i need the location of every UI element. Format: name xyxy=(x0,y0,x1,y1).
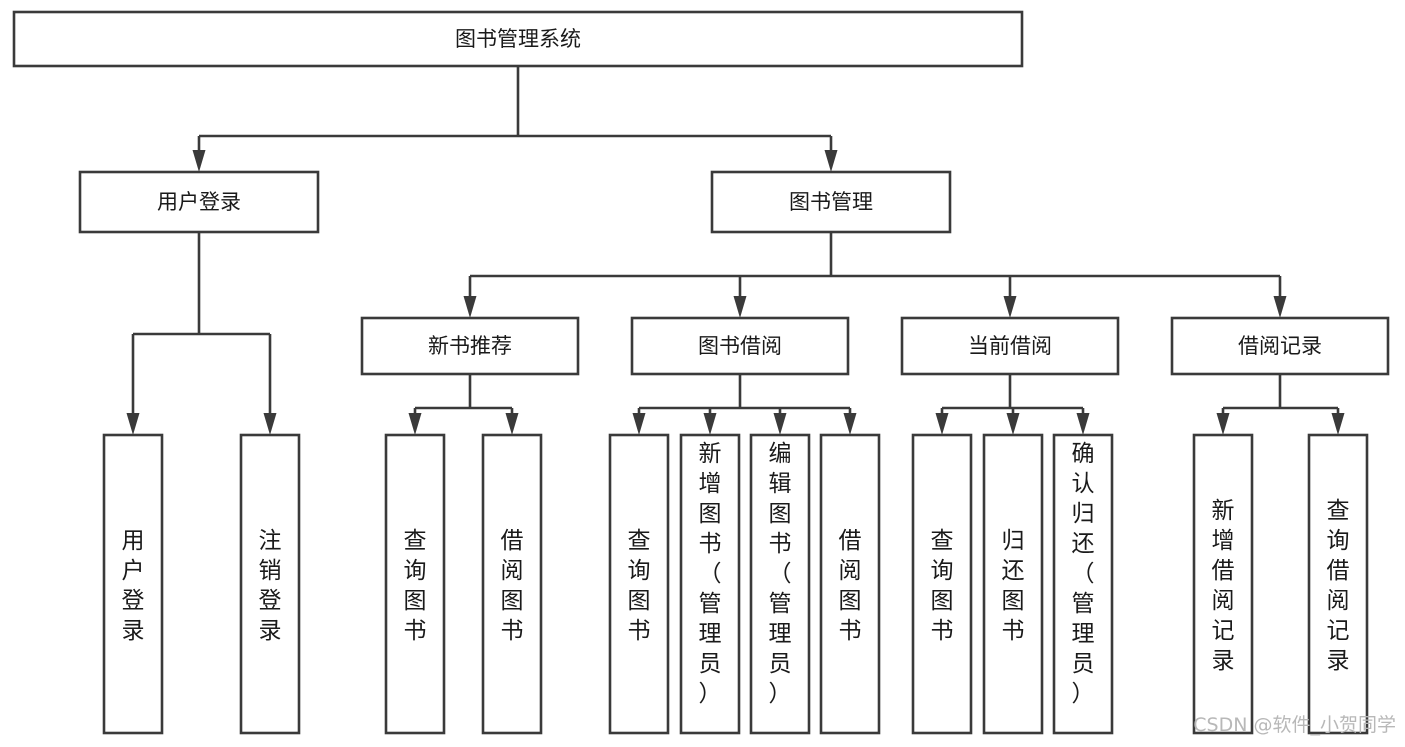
node-br-query-record[interactable]: 查询借阅记录 xyxy=(1307,433,1369,735)
connector-layer xyxy=(126,66,1345,435)
node-nbr-borrow-book[interactable]: 借阅图书 xyxy=(481,433,543,735)
node-box-bb-query-book xyxy=(608,433,670,735)
node-label-book-manage: 图书管理 xyxy=(789,190,873,214)
node-box-bb-add-book xyxy=(679,433,741,735)
node-box-borrow-record xyxy=(1170,316,1390,376)
node-box-new-book-recommend xyxy=(360,316,580,376)
node-label-user-logout: 注销登录 xyxy=(259,528,282,644)
node-cb-confirm-return[interactable]: 确认归还（管理员） xyxy=(1052,433,1114,735)
csdn-watermark: CSDN @软件_小贺同学 xyxy=(1193,714,1396,736)
node-new-book-recommend[interactable]: 新书推荐 xyxy=(360,316,580,376)
node-label-cb-confirm-return: 确认归还（管理员） xyxy=(1072,441,1095,707)
arrow-head-user-login xyxy=(192,150,206,172)
node-book-borrow[interactable]: 图书借阅 xyxy=(630,316,850,376)
node-box-bb-borrow-book xyxy=(819,433,881,735)
node-box-current-borrow xyxy=(900,316,1120,376)
arrow-head-br-add-record xyxy=(1216,413,1230,435)
node-label-bb-borrow-book: 借阅图书 xyxy=(839,528,862,644)
node-label-new-book-recommend: 新书推荐 xyxy=(428,334,512,358)
node-label-bb-query-book: 查询图书 xyxy=(628,528,651,644)
arrow-head-cb-query-book xyxy=(935,413,949,435)
node-box-root xyxy=(12,10,1024,68)
arrow-head-cb-return-book xyxy=(1006,413,1020,435)
node-label-current-borrow: 当前借阅 xyxy=(968,334,1052,358)
node-label-bb-add-book: 新增图书（管理员） xyxy=(699,441,722,707)
arrow-head-nbr-query-book xyxy=(408,413,422,435)
node-box-bb-edit-book xyxy=(749,433,811,735)
arrow-head-nbr-borrow-book xyxy=(505,413,519,435)
node-box-user-login xyxy=(78,170,320,234)
node-label-user-login-do: 用户登录 xyxy=(122,528,145,644)
node-nbr-query-book[interactable]: 查询图书 xyxy=(384,433,446,735)
arrow-head-br-query-record xyxy=(1331,413,1345,435)
node-borrow-record[interactable]: 借阅记录 xyxy=(1170,316,1390,376)
node-label-cb-query-book: 查询图书 xyxy=(931,528,954,644)
node-label-br-query-record: 查询借阅记录 xyxy=(1327,498,1350,674)
node-label-borrow-record: 借阅记录 xyxy=(1238,334,1322,358)
node-box-user-logout xyxy=(239,433,301,735)
node-bb-add-book[interactable]: 新增图书（管理员） xyxy=(679,433,741,735)
node-layer: 图书管理系统用户登录用户登录注销登录图书管理新书推荐查询图书借阅图书图书借阅查询… xyxy=(12,10,1390,735)
node-box-br-query-record xyxy=(1307,433,1369,735)
node-box-nbr-query-book xyxy=(384,433,446,735)
node-bb-borrow-book[interactable]: 借阅图书 xyxy=(819,433,881,735)
node-label-cb-return-book: 归还图书 xyxy=(1002,528,1025,644)
arrow-head-book-borrow xyxy=(733,296,747,318)
arrow-head-bb-add-book xyxy=(703,413,717,435)
node-user-login-do[interactable]: 用户登录 xyxy=(102,433,164,735)
node-user-logout[interactable]: 注销登录 xyxy=(239,433,301,735)
arrow-head-new-book-recommend xyxy=(463,296,477,318)
node-label-bb-edit-book: 编辑图书（管理员） xyxy=(769,441,792,707)
arrow-head-book-manage xyxy=(824,150,838,172)
node-bb-query-book[interactable]: 查询图书 xyxy=(608,433,670,735)
arrow-head-borrow-record xyxy=(1273,296,1287,318)
node-label-nbr-borrow-book: 借阅图书 xyxy=(501,528,524,644)
node-box-cb-query-book xyxy=(911,433,973,735)
node-box-nbr-borrow-book xyxy=(481,433,543,735)
node-label-br-add-record: 新增借阅记录 xyxy=(1212,498,1235,674)
node-bb-edit-book[interactable]: 编辑图书（管理员） xyxy=(749,433,811,735)
node-label-book-borrow: 图书借阅 xyxy=(698,334,782,358)
node-user-login[interactable]: 用户登录 xyxy=(78,170,320,234)
node-cb-query-book[interactable]: 查询图书 xyxy=(911,433,973,735)
node-br-add-record[interactable]: 新增借阅记录 xyxy=(1192,433,1254,735)
arrow-head-bb-edit-book xyxy=(773,413,787,435)
node-box-book-borrow xyxy=(630,316,850,376)
node-current-borrow[interactable]: 当前借阅 xyxy=(900,316,1120,376)
node-label-root: 图书管理系统 xyxy=(455,27,581,51)
node-book-manage[interactable]: 图书管理 xyxy=(710,170,952,234)
node-label-user-login: 用户登录 xyxy=(157,190,241,214)
node-cb-return-book[interactable]: 归还图书 xyxy=(982,433,1044,735)
arrow-head-cb-confirm-return xyxy=(1076,413,1090,435)
node-label-nbr-query-book: 查询图书 xyxy=(404,528,427,644)
arrow-head-current-borrow xyxy=(1003,296,1017,318)
arrow-head-user-logout xyxy=(263,413,277,435)
node-box-cb-confirm-return xyxy=(1052,433,1114,735)
arrow-head-bb-borrow-book xyxy=(843,413,857,435)
node-box-br-add-record xyxy=(1192,433,1254,735)
node-root[interactable]: 图书管理系统 xyxy=(12,10,1024,68)
node-box-book-manage xyxy=(710,170,952,234)
node-box-user-login-do xyxy=(102,433,164,735)
arrow-head-user-login-do xyxy=(126,413,140,435)
node-box-cb-return-book xyxy=(982,433,1044,735)
arrow-head-bb-query-book xyxy=(632,413,646,435)
